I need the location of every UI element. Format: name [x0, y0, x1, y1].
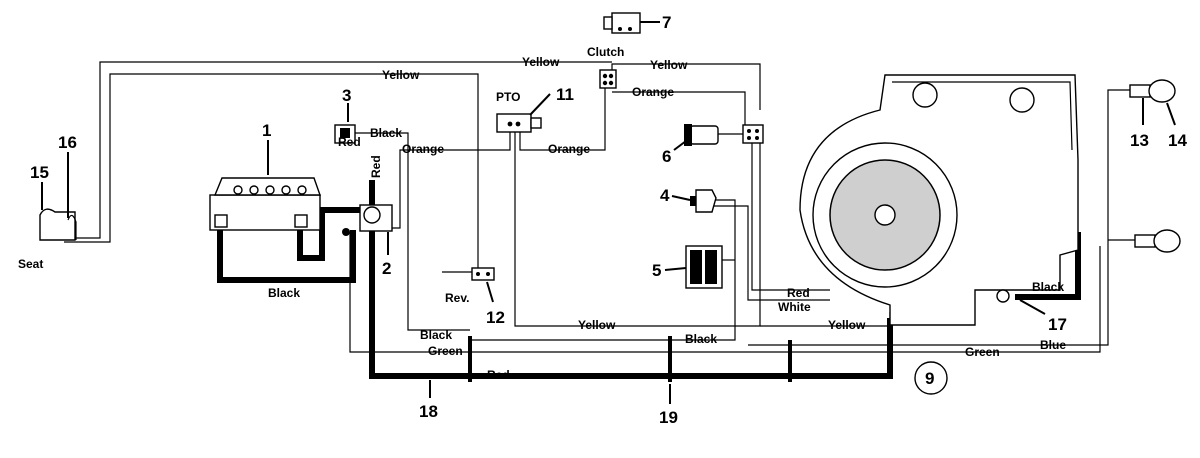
callout-9: 9: [925, 369, 934, 388]
cable-black-17: [1015, 232, 1081, 300]
label-pto: PTO: [496, 90, 520, 104]
label-green-left: Green: [428, 344, 463, 358]
wire-white: [712, 205, 830, 301]
callout-4: 4: [660, 186, 670, 205]
thin-wires: [64, 61, 1135, 353]
label-yellow-top: Yellow: [522, 55, 560, 69]
cable-red-main: [369, 180, 893, 379]
callout-18: 18: [419, 402, 438, 421]
cable-black-battery: [217, 225, 356, 283]
lamp-lower: [1134, 229, 1181, 253]
component-labels: Seat Clutch PTO Rev.: [18, 45, 624, 305]
label-white-engine: White: [778, 300, 811, 314]
label-black-3: Black: [370, 126, 402, 140]
seat-switch: [39, 208, 77, 241]
wire-black-3: [355, 132, 470, 331]
label-seat: Seat: [18, 257, 43, 271]
label-orange-pto: Orange: [548, 142, 590, 156]
cable-red-battery: [297, 207, 372, 261]
heavy-cables: [217, 180, 1081, 382]
callout-14: 14: [1168, 131, 1187, 150]
wire-red-engine: [751, 140, 830, 291]
callout-2: 2: [382, 259, 391, 278]
label-black-left: Black: [420, 328, 452, 342]
arrow-6: [673, 137, 691, 151]
circle-9: [914, 361, 948, 395]
callout-3: 3: [342, 86, 351, 105]
label-red-bottom: Red: [487, 368, 510, 382]
engine: [799, 74, 1079, 326]
label-clutch: Clutch: [587, 45, 624, 59]
label-red-engine: Red: [787, 286, 810, 300]
callout-arrows: [41, 21, 1176, 404]
arrow-14: [1166, 102, 1176, 126]
label-orange-clutch: Orange: [632, 85, 674, 99]
arrow-11: [529, 93, 551, 116]
component-7: [603, 12, 641, 34]
arrow-12: [486, 281, 494, 303]
battery: [209, 177, 321, 231]
component-5: [685, 245, 723, 289]
label-rev: Rev.: [445, 291, 469, 305]
label-black-mid: Black: [685, 332, 717, 346]
label-red-vertical: Red: [369, 155, 383, 178]
wire-labels: Yellow Yellow Yellow Yellow Yellow Orang…: [268, 55, 1066, 382]
label-black-battery: Black: [268, 286, 300, 300]
callout-12: 12: [486, 308, 505, 327]
clutch-switch: [599, 69, 617, 89]
lamp-upper: [1129, 79, 1176, 103]
wire-green: [349, 232, 1101, 353]
callout-5: 5: [652, 261, 661, 280]
wire-orange-pto: [519, 88, 606, 151]
pto-switch: [496, 113, 542, 133]
callout-6: 6: [662, 147, 671, 166]
callout-11: 11: [556, 85, 574, 104]
arrow-4: [671, 195, 691, 201]
callout-1: 1: [262, 121, 271, 140]
component-4: [690, 189, 717, 213]
callout-13: 13: [1130, 131, 1149, 150]
component-3: [334, 124, 356, 144]
wire-yellow-engine: [760, 312, 891, 327]
wire-yellow-clutch-right: [611, 63, 761, 110]
component-6: [684, 124, 719, 146]
wire-yellow-seat-to-rev: [64, 73, 479, 280]
label-orange-left: Orange: [402, 142, 444, 156]
label-red-battery: Red: [338, 135, 361, 149]
label-blue: Blue: [1040, 338, 1066, 352]
wire-orange-clutch-right: [612, 91, 746, 130]
wire-orange-left: [390, 130, 511, 229]
arrow-17: [1019, 299, 1046, 315]
connector-block: [742, 124, 764, 144]
callout-7: 7: [662, 13, 671, 32]
label-yellow-top2: Yellow: [382, 68, 420, 82]
wire-yellow-seat-to-clutch: [74, 61, 612, 239]
callout-numbers: 1 2 3 4 5 6 7 9 11 12 13 14 15 16 17 18 …: [30, 13, 1187, 427]
rev-switch: [442, 267, 495, 281]
label-yellow-clutch: Yellow: [650, 58, 688, 72]
label-yellow-engine: Yellow: [828, 318, 866, 332]
label-black-17: Black: [1032, 280, 1064, 294]
wire-black-mid: [470, 199, 736, 341]
wire-blue: [748, 89, 1130, 346]
label-yellow-bottom: Yellow: [578, 318, 616, 332]
wire-yellow-bottom: [514, 128, 761, 327]
callout-16: 16: [58, 133, 77, 152]
label-green-right: Green: [965, 345, 1000, 359]
callout-15: 15: [30, 163, 49, 182]
callout-17: 17: [1048, 315, 1067, 334]
callout-19: 19: [659, 408, 678, 427]
ground-terminal: [996, 289, 1010, 303]
solenoid: [342, 204, 393, 236]
arrow-5: [664, 267, 687, 271]
